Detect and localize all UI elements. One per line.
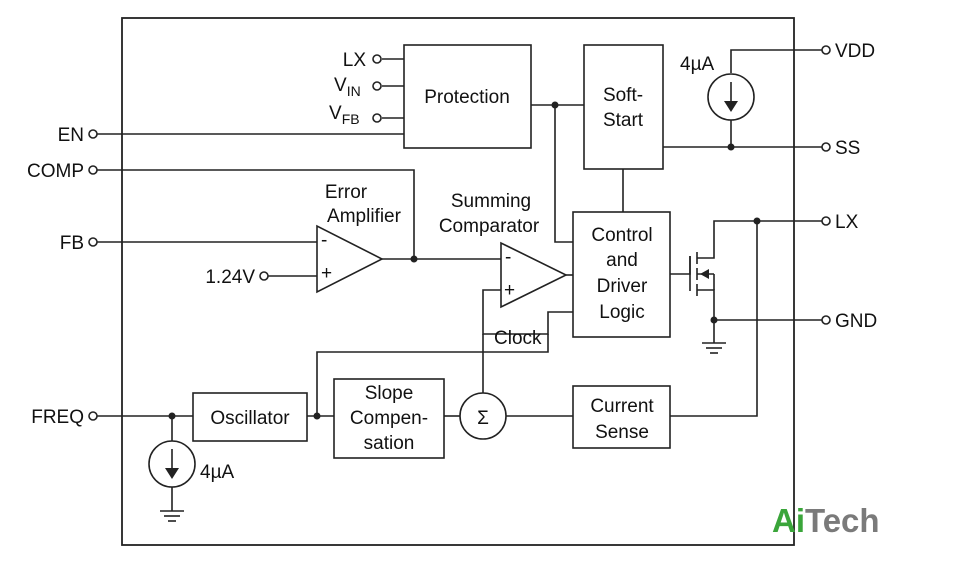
pin-en-label: EN	[58, 125, 84, 146]
clock-label: Clock	[494, 328, 542, 349]
pin-vdd-label: VDD	[835, 41, 875, 62]
control-label-2: and	[606, 250, 638, 271]
comparator-minus: -	[505, 247, 511, 268]
pin-fb-label: FB	[60, 233, 84, 254]
source-top-label: 4µA	[680, 54, 715, 75]
slope-compensation-block	[333, 378, 445, 459]
pin-vin-label: VIN	[334, 75, 361, 99]
soft-start-block	[583, 44, 664, 170]
current-sense-label-2: Sense	[595, 422, 649, 443]
pin-gnd	[821, 315, 831, 325]
pin-reference	[259, 271, 269, 281]
pin-lx-output	[821, 216, 831, 226]
control-label-4: Logic	[599, 302, 644, 323]
arrow-down-icon	[165, 468, 179, 479]
arrow-down-icon	[724, 101, 738, 112]
error-amp-label-2: Amplifier	[327, 206, 402, 227]
protection-label: Protection	[424, 87, 510, 108]
junction-dot	[727, 143, 735, 151]
pin-lx-output-label: LX	[835, 212, 859, 233]
watermark-part2: Tech	[805, 502, 880, 539]
pin-vdd	[821, 45, 831, 55]
control-driver-block	[572, 211, 671, 338]
control-label-3: Driver	[597, 276, 648, 297]
pin-lx-input-label: LX	[343, 50, 367, 71]
watermark-logo: AiTech	[772, 502, 880, 539]
oscillator-block	[192, 392, 308, 442]
summing-label-1: Summing	[451, 191, 531, 212]
ground-icon	[702, 342, 726, 354]
junction-dot	[410, 255, 418, 263]
pin-comp	[88, 165, 98, 175]
pin-freq-label: FREQ	[31, 407, 84, 428]
pin-vin	[372, 81, 382, 91]
chip-outline	[121, 17, 795, 546]
soft-start-label-1: Soft-	[603, 85, 643, 106]
pin-comp-label: COMP	[27, 161, 84, 182]
pin-freq	[88, 411, 98, 421]
source-bottom-label: 4µA	[200, 462, 235, 483]
pin-en	[88, 129, 98, 139]
junction-dot	[313, 412, 321, 420]
error-amplifier	[316, 224, 384, 294]
current-sense-block	[572, 385, 671, 449]
watermark-part1: Ai	[772, 502, 805, 539]
protection-block	[403, 44, 532, 149]
summing-label-2: Comparator	[439, 216, 540, 237]
error-amp-plus: +	[321, 263, 332, 284]
comparator-plus: +	[504, 280, 515, 301]
pin-lx-input	[372, 54, 382, 64]
pin-ss	[821, 142, 831, 152]
summing-comparator	[500, 241, 568, 309]
pin-fb	[88, 237, 98, 247]
control-label-1: Control	[591, 225, 652, 246]
mosfet-arrow-icon	[700, 269, 709, 279]
error-amp-label-1: Error	[325, 182, 368, 203]
slope-label-2: Compen-	[350, 408, 428, 429]
pin-ss-label: SS	[835, 138, 860, 159]
sigma-icon: Σ	[477, 408, 489, 429]
soft-start-label-2: Start	[603, 110, 644, 131]
pin-vfb	[372, 113, 382, 123]
pin-gnd-label: GND	[835, 311, 877, 332]
ground-icon	[160, 510, 184, 522]
oscillator-label: Oscillator	[210, 408, 290, 429]
pin-reference-label: 1.24V	[205, 267, 255, 288]
slope-label-3: sation	[364, 433, 415, 454]
pin-vfb-label: VFB	[329, 103, 360, 127]
current-sense-label-1: Current	[590, 396, 654, 417]
error-amp-minus: -	[321, 230, 327, 251]
slope-label-1: Slope	[365, 383, 414, 404]
